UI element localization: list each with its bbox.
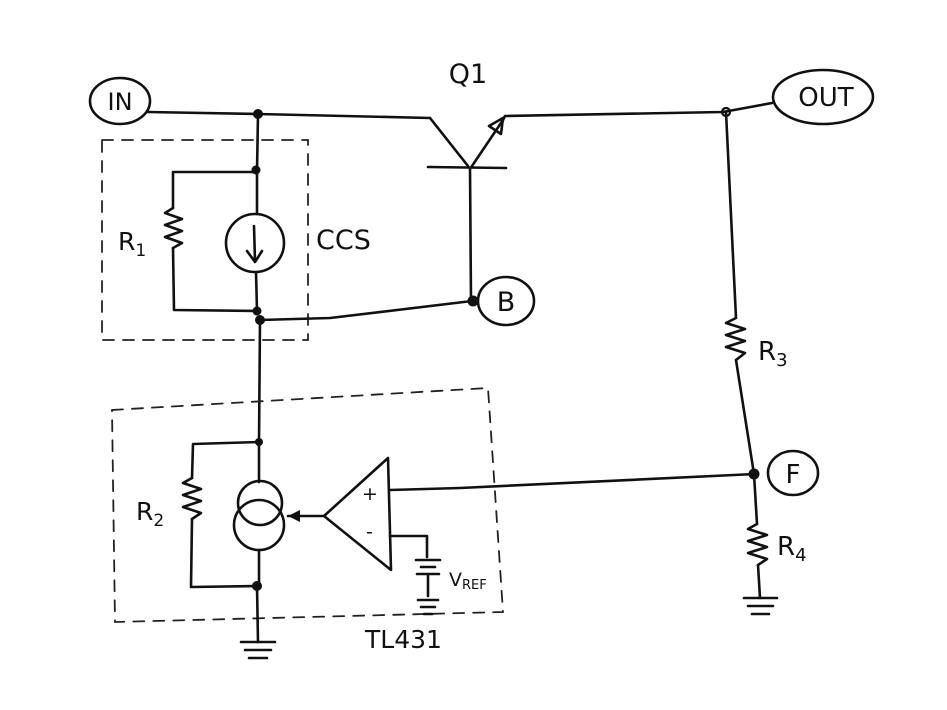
resistor-r2-zigzag	[181, 476, 203, 521]
opamp-minus-label: -	[366, 521, 373, 543]
error-amplifier: + -	[286, 456, 393, 572]
ccs-bottom-junction	[252, 306, 262, 316]
ccs-top-wire	[171, 112, 260, 210]
controlled-current-source	[232, 440, 286, 588]
shunt-left-wire	[189, 517, 261, 589]
ground-icon	[742, 596, 779, 616]
opamp-triangle	[322, 456, 393, 572]
resistor-r1-zigzag	[163, 206, 184, 250]
voltage-reference: VREF	[388, 534, 487, 616]
output-terminal: OUT	[771, 68, 875, 126]
opamp-plus-label: +	[362, 483, 378, 505]
resistor-r4: R4	[746, 522, 807, 567]
resistor-r4-zigzag	[746, 522, 769, 567]
down-arrow-icon	[245, 224, 264, 264]
vref-label: VREF	[449, 569, 487, 593]
divider-middle-wire	[734, 358, 756, 476]
output-terminal-circle	[771, 68, 875, 126]
base-terminal-circle	[476, 275, 536, 327]
base-terminal: B	[476, 275, 536, 327]
transistor-q1-label: Q1	[449, 59, 487, 90]
left-arrow-icon	[288, 510, 300, 522]
tl431-label: TL431	[364, 625, 442, 654]
resistor-r1-label: R1	[118, 227, 146, 261]
feedback-terminal-circle	[766, 449, 820, 497]
shunt-top-wire	[190, 440, 261, 480]
output-rail-wire	[501, 101, 774, 122]
transistor-q1: Q1	[426, 59, 508, 304]
base-terminal-junction	[467, 295, 479, 307]
resistor-r2-label: R2	[136, 497, 164, 531]
feedback-wire	[388, 472, 757, 492]
current-source	[224, 170, 286, 313]
input-terminal-circle	[88, 76, 152, 126]
resistor-r1: R1	[118, 206, 184, 261]
input-rail-wire	[146, 110, 432, 120]
transistor-base-wire	[468, 166, 473, 304]
ccs-label: CCS	[316, 225, 371, 256]
shunt-ground-wire	[255, 584, 260, 644]
input-terminal: IN	[88, 76, 152, 126]
resistor-r3: R3	[724, 316, 788, 371]
current-source-bottom-wire	[254, 270, 259, 313]
base-label: B	[497, 287, 516, 318]
resistor-r2: R2	[136, 476, 203, 531]
resistor-r3-zigzag	[724, 316, 747, 362]
input-label: IN	[107, 88, 132, 116]
resistor-r3-label: R3	[758, 337, 788, 371]
ccs-to-shunt-wire	[257, 318, 262, 444]
feedback-label: F	[786, 460, 801, 490]
transistor-base-bar	[426, 165, 508, 170]
resistor-r4-label: R4	[777, 532, 807, 566]
divider-ground-wire	[756, 563, 762, 600]
battery-icon	[414, 558, 442, 616]
divider-lower-wire	[752, 472, 759, 526]
ground-icon	[239, 640, 277, 660]
base-node-wire	[258, 299, 474, 322]
transistor-emitter	[470, 118, 505, 168]
ccs-boundary	[101, 139, 309, 341]
tl431-boundary	[111, 387, 504, 623]
controlled-source-upper-ring	[236, 479, 284, 527]
vref-wire	[388, 534, 429, 559]
feedback-terminal: F	[766, 449, 820, 497]
divider-top-wire	[724, 110, 738, 320]
emitter-arrow-icon	[487, 116, 505, 136]
output-label: OUT	[798, 83, 853, 113]
ccs-left-wire	[171, 246, 260, 313]
transistor-collector	[428, 116, 470, 168]
